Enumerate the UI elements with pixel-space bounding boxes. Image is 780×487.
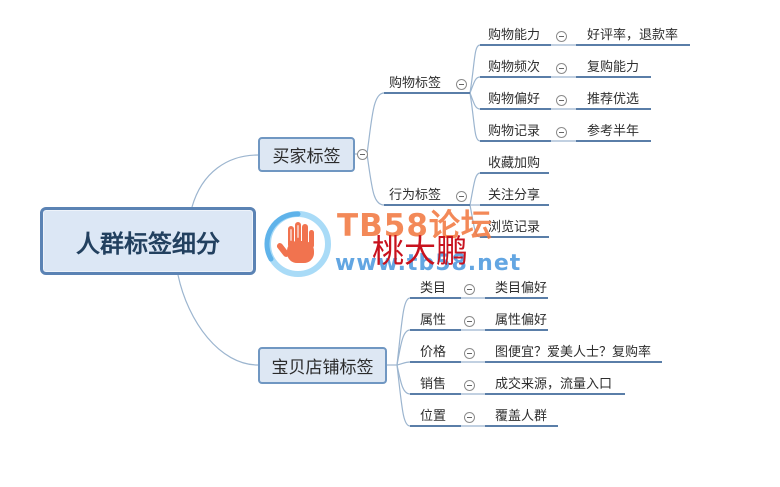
topic-shop-tags: 宝贝店铺标签 [258, 347, 387, 384]
connector-shop-item [396, 297, 411, 366]
detail-shopping-preference: 推荐优选 [587, 92, 640, 107]
collapse-minus-icon[interactable] [464, 412, 475, 423]
detail-shopping-frequency: 复购能力 [587, 60, 640, 75]
connector-shop-item [396, 364, 411, 427]
topic-underlines [384, 44, 690, 427]
detail-shopping-records: 参考半年 [587, 124, 640, 139]
connector-buyer-behavior [366, 153, 385, 206]
topic-location: 位置 [420, 409, 447, 424]
hand-logo-icon [264, 211, 331, 277]
detail-sales: 成交来源，流量入口 [495, 377, 613, 392]
detail-category: 类目偏好 [495, 281, 548, 296]
connector-shopping-item [469, 92, 481, 142]
subtopic-behavior-tags: 行为标签 [389, 188, 442, 203]
connector-shop-item [396, 361, 411, 366]
collapse-minus-icon[interactable] [357, 149, 368, 160]
detail-price: 图便宜？爱美人士？复购率 [495, 345, 652, 360]
topic-follow-share: 关注分享 [488, 188, 541, 203]
collapse-minus-icon[interactable] [464, 316, 475, 327]
topic-category: 类目 [420, 281, 447, 296]
connector-shopping-item [469, 76, 481, 94]
connector-root-shop [177, 274, 259, 366]
collapse-minus-icon[interactable] [556, 127, 567, 138]
detail-location: 覆盖人群 [495, 409, 548, 424]
watermark-forum-logo: TB58论坛 [337, 208, 493, 244]
logo-ring-arc [264, 211, 301, 262]
topic-shopping-frequency: 购物频次 [488, 60, 541, 75]
watermark-author: 桃大鹏 [372, 232, 469, 270]
collapse-minus-icon[interactable] [464, 284, 475, 295]
topic-shopping-records: 购物记录 [488, 124, 541, 139]
connector-shopping-item [469, 44, 481, 94]
detail-shopping-ability: 好评率，退款率 [587, 28, 679, 43]
topic-sales: 销售 [420, 377, 447, 392]
connector-behavior-item [469, 204, 481, 238]
collapse-minus-icon[interactable] [556, 31, 567, 42]
topic-shopping-preference: 购物偏好 [488, 92, 541, 107]
collapse-minus-icon[interactable] [456, 79, 467, 90]
hand-highlight [290, 225, 299, 241]
hand-shape [276, 222, 314, 263]
detail-attribute: 属性偏好 [495, 313, 548, 328]
topic-attribute: 属性 [420, 313, 447, 328]
topic-price: 价格 [420, 345, 447, 360]
watermark-url: www.tb58.net [335, 251, 522, 276]
topic-favorite-add-cart: 收藏加购 [488, 156, 541, 171]
collapse-minus-icon[interactable] [556, 95, 567, 106]
topic-browse-history: 浏览记录 [488, 220, 541, 235]
topic-buyer-tags: 买家标签 [258, 137, 355, 172]
topic-shop-tags-label: 宝贝店铺标签 [271, 358, 374, 378]
root-topic-label: 人群标签细分 [76, 229, 220, 258]
root-topic: 人群标签细分 [40, 207, 256, 275]
collapse-minus-icon[interactable] [464, 380, 475, 391]
topic-buyer-tags-label: 买家标签 [272, 147, 341, 167]
subtopic-shopping-tags: 购物标签 [389, 76, 442, 91]
connector-buyer-shopping [366, 92, 385, 155]
connector-root-buyer [191, 154, 259, 208]
topic-shopping-ability: 购物能力 [488, 28, 541, 43]
connector-behavior-item [469, 172, 481, 206]
collapse-minus-icon[interactable] [456, 191, 467, 202]
connector-shop-item [396, 329, 411, 366]
collapse-minus-icon[interactable] [556, 63, 567, 74]
collapse-minus-icon[interactable] [464, 348, 475, 359]
connectors [177, 44, 576, 427]
